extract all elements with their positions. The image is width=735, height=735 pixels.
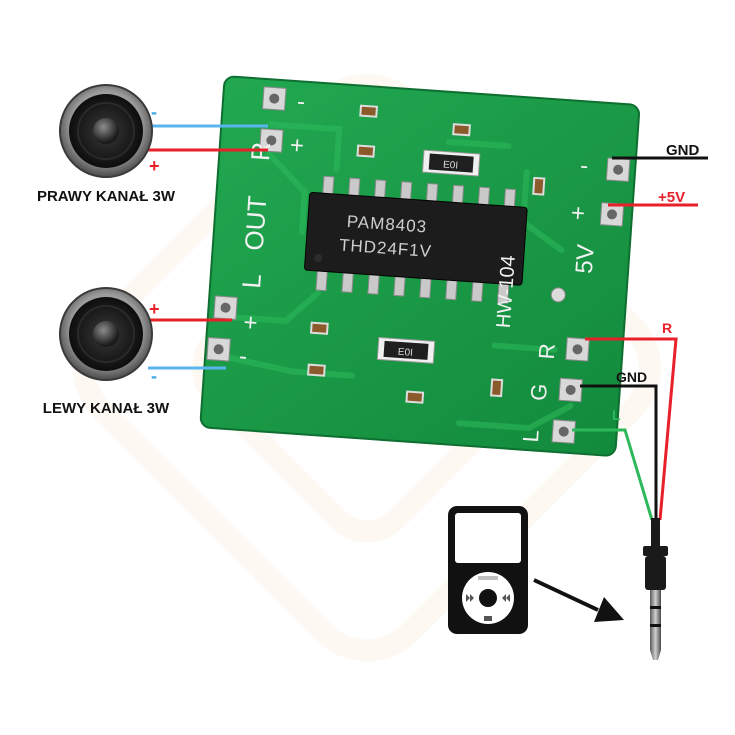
r-signal-label: R: [662, 320, 672, 336]
left-channel-label: LEWY KANAŁ 3W: [43, 400, 170, 417]
silk-pin-g: G: [526, 383, 552, 402]
wires: [148, 124, 708, 521]
silkscreen: - + + - L OUT R - + 5V HW-104 R G L: [236, 88, 600, 443]
smd-components: E0I E0I: [307, 104, 566, 404]
silk-plus-l: +: [243, 309, 259, 337]
mp3-player-icon: [448, 506, 528, 634]
silk-out-l: L: [236, 273, 267, 290]
amplifier-chip: PAM8403 THD24F1V: [304, 175, 528, 304]
resistor-label-bottom: E0I: [397, 347, 413, 359]
silk-5v: 5V: [571, 243, 600, 274]
speaker-icon: [59, 84, 153, 178]
silk-minus-5v: -: [579, 152, 589, 179]
gnd-signal-label: GND: [616, 369, 647, 385]
left-plus-label: +: [149, 299, 160, 319]
pcb-board: PAM8403 THD24F1V E0I E0I - + + -: [199, 75, 641, 457]
silk-plus-r: +: [289, 132, 305, 160]
input-pads: [551, 157, 631, 444]
silk-out-text: OUT: [239, 195, 273, 252]
output-pads: [206, 86, 287, 362]
resistor-label-top: E0I: [443, 160, 459, 172]
arrow-icon: [533, 578, 624, 622]
silk-plus-5v: +: [570, 200, 586, 228]
right-minus-label: -: [151, 102, 157, 122]
right-plus-label: +: [149, 156, 160, 176]
silk-pin-l: L: [518, 429, 544, 443]
silk-minus-r: -: [296, 88, 306, 115]
wire-gnd-signal: [580, 384, 658, 520]
wire-r-signal: [585, 337, 678, 521]
gnd-power-label: GND: [666, 142, 700, 159]
l-signal-label: L: [612, 407, 621, 423]
plus5v-label: +5V: [658, 189, 685, 206]
left-minus-label: -: [151, 366, 157, 386]
silk-pin-r: R: [534, 342, 560, 360]
silk-model: HW-104: [493, 255, 520, 329]
audio-jack-icon: [643, 518, 668, 660]
right-channel-label: PRAWY KANAŁ 3W: [37, 188, 176, 205]
wire-l-signal: [572, 428, 654, 521]
silk-minus-l: -: [238, 343, 248, 370]
speaker-icon: [59, 287, 153, 381]
